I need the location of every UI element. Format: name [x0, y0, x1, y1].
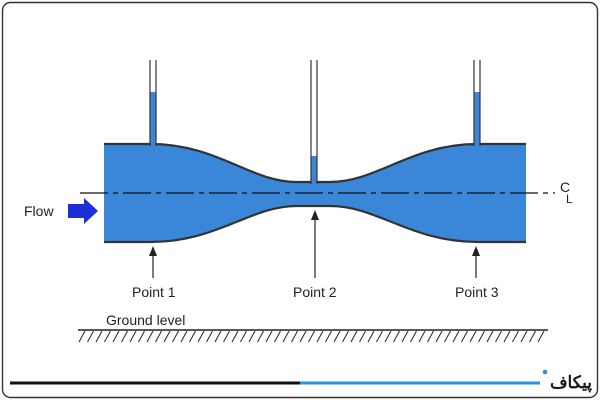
ground-hatch-mark	[520, 330, 528, 343]
ground-hatch-mark	[78, 330, 86, 343]
point-1-label: Point 1	[132, 284, 176, 300]
centerline-label: C	[560, 179, 570, 195]
brand-logo-dot	[542, 369, 548, 375]
ground-hatch-mark	[248, 330, 256, 343]
ground-hatch-mark	[410, 330, 417, 343]
ground-hatch-mark	[231, 330, 239, 343]
ground-hatch-mark	[469, 330, 477, 343]
ground-hatch-mark	[333, 330, 341, 343]
ground-hatch-mark	[325, 330, 332, 343]
ground-hatch-mark	[401, 330, 409, 343]
ground-hatch-mark	[444, 330, 451, 343]
piezometer-tube-1	[149, 60, 157, 146]
ground-hatch-mark	[155, 330, 162, 343]
ground-hatch-mark	[342, 330, 349, 343]
point-3-label: Point 3	[455, 284, 499, 300]
ground-hatch-mark	[172, 330, 179, 343]
flow-label: Flow	[24, 203, 54, 219]
ground-hatch-mark	[112, 330, 120, 343]
ground-hatch-mark	[163, 330, 171, 343]
ground-hatch-mark	[503, 330, 511, 343]
ground-hatch-mark	[257, 330, 264, 343]
ground-hatch-mark	[129, 330, 137, 343]
centerline-label-sub: L	[566, 192, 573, 206]
ground-hatch-mark	[308, 330, 315, 343]
point-2-label: Point 2	[293, 284, 337, 300]
ground-hatch-mark	[529, 330, 536, 343]
ground-hatch-mark	[367, 330, 375, 343]
ground-hatch-mark	[299, 330, 307, 343]
ground-hatch-mark	[180, 330, 188, 343]
ground-hatch-mark	[486, 330, 494, 343]
piezometer-tube-2	[310, 60, 318, 184]
pointer-arrow-1	[149, 246, 157, 278]
ground-hatch-mark	[104, 330, 111, 343]
ground-hatch-mark	[384, 330, 392, 343]
ground-hatch-mark	[274, 330, 281, 343]
ground-hatch-mark	[189, 330, 196, 343]
ground-hatch-mark	[265, 330, 273, 343]
ground-hatch-mark	[537, 330, 545, 343]
ground-level-label: Ground level	[106, 312, 185, 328]
flow-arrow-icon	[68, 198, 98, 224]
ground-hatch-mark	[418, 330, 426, 343]
ground-hatch-mark	[291, 330, 298, 343]
ground-hatch-mark	[95, 330, 103, 343]
ground-hatch-mark	[461, 330, 468, 343]
pointer-arrow-2	[311, 210, 319, 278]
ground-hatch-mark	[223, 330, 230, 343]
ground-hatch-mark	[121, 330, 128, 343]
ground-hatch-mark	[393, 330, 400, 343]
ground-hatch-mark	[478, 330, 485, 343]
ground-hatch-mark	[376, 330, 383, 343]
ground-hatch-mark	[138, 330, 145, 343]
ground-hatch-mark	[359, 330, 366, 343]
pointer-arrow-3	[472, 246, 480, 278]
ground-hatch-mark	[282, 330, 290, 343]
ground-hatch-mark	[240, 330, 247, 343]
ground-hatch-mark	[214, 330, 222, 343]
ground-hatch-mark	[427, 330, 434, 343]
ground-hatch-mark	[495, 330, 502, 343]
ground-hatch-mark	[206, 330, 213, 343]
venturi-bottom-wall	[104, 204, 526, 244]
piezometer-tube-3	[473, 60, 481, 146]
ground-hatch-mark	[435, 330, 443, 343]
ground-hatch-mark	[350, 330, 358, 343]
ground-hatching	[78, 330, 545, 343]
ground-hatch-mark	[316, 330, 324, 343]
ground-hatch-mark	[146, 330, 154, 343]
brand-logo: پیکاف	[550, 373, 592, 393]
ground-hatch-mark	[452, 330, 460, 343]
ground-hatch-mark	[197, 330, 205, 343]
ground-hatch-mark	[512, 330, 519, 343]
ground-hatch-mark	[87, 330, 94, 343]
